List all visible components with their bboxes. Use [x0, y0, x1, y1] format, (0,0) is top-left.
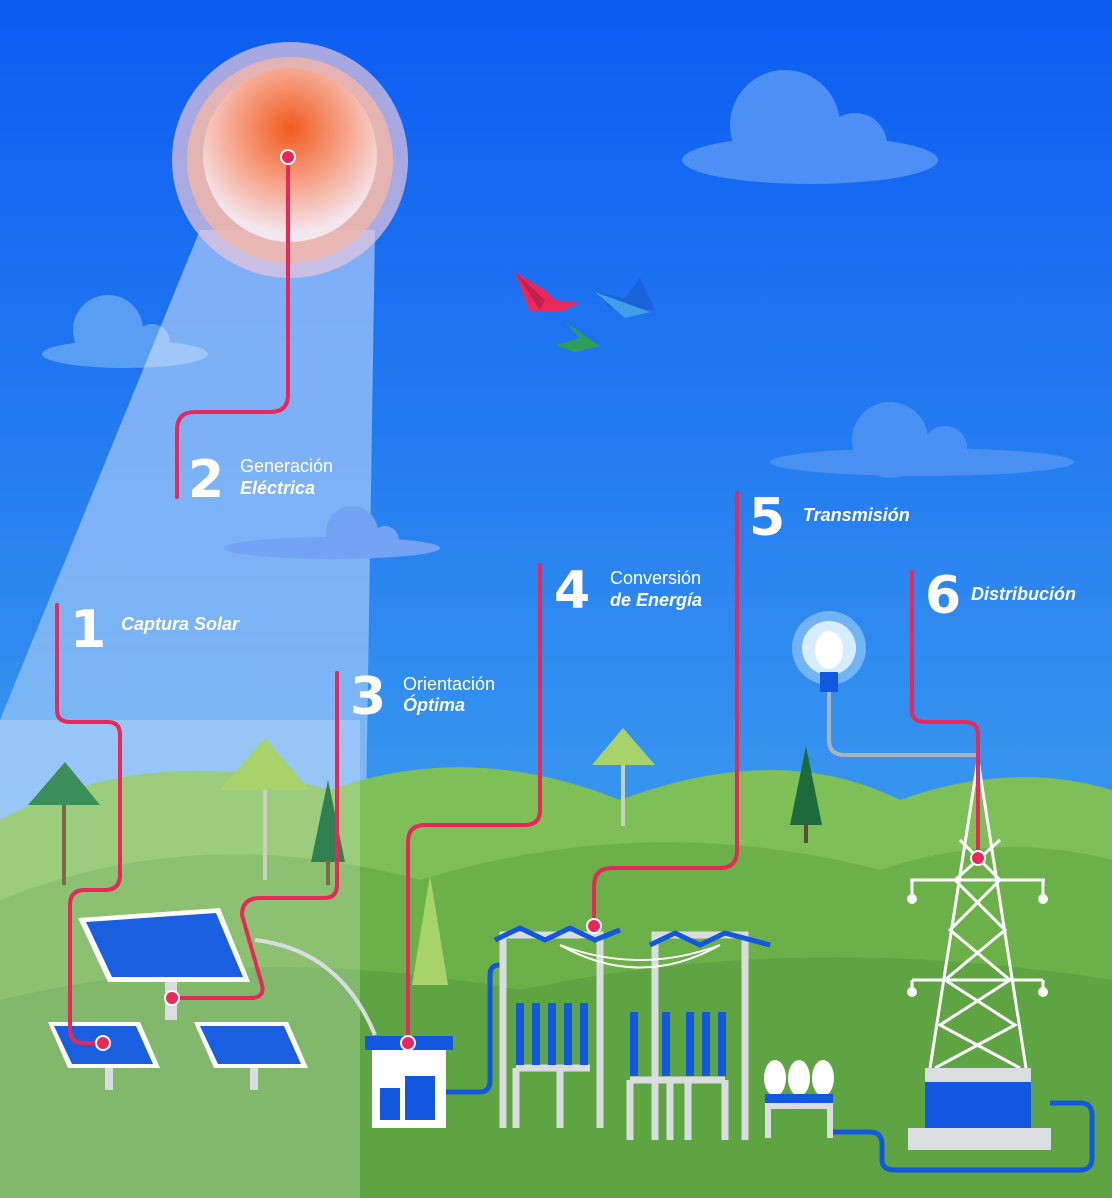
step-3-label: 3 Orientación Óptima: [350, 667, 495, 727]
step-title: Captura Solar: [121, 614, 240, 634]
transmission-tower: [907, 759, 1051, 1150]
step-1-label: 1 Captura Solar: [70, 600, 240, 660]
step-number: 2: [188, 450, 224, 510]
step-4-label: 4 Conversión de Energía: [554, 561, 702, 621]
trees: [28, 728, 822, 985]
step-number: 5: [749, 488, 785, 548]
step-title: Orientación: [403, 674, 495, 694]
step-number: 1: [70, 600, 106, 660]
solar-panels: [48, 908, 377, 1090]
cloud: [224, 506, 440, 559]
connector-lines: [55, 155, 980, 1045]
busbar: [493, 925, 771, 948]
transformer: [764, 1060, 1095, 1173]
step-title-emphasis: Óptima: [403, 694, 465, 715]
step-title: Transmisión: [803, 505, 910, 525]
step-6-label: 6 Distribución: [925, 566, 1076, 626]
hills: [0, 720, 1112, 1198]
step-title-prefix: de: [610, 590, 636, 610]
step-number: 4: [554, 561, 590, 621]
step-5-label: 5 Transmisión: [749, 488, 910, 548]
cloud: [682, 70, 938, 184]
step-title-word: Energía: [636, 590, 702, 610]
birds: [515, 272, 655, 352]
light-bulb-icon: [792, 611, 978, 757]
step-number: 3: [350, 667, 386, 727]
cloud: [770, 402, 1074, 478]
wires: [559, 944, 721, 969]
step-2-label: 2 Generación Eléctrica: [188, 450, 333, 510]
connector-dots: [95, 149, 986, 1051]
step-number: 6: [925, 566, 961, 626]
step-title-emphasis: de Energía: [610, 590, 702, 610]
step-title: Generación: [240, 456, 333, 476]
step-title-emphasis: Eléctrica: [240, 478, 315, 498]
substation-insulators: [516, 1003, 726, 1076]
step-title: Conversión: [610, 568, 701, 588]
step-title: Distribución: [971, 584, 1076, 604]
